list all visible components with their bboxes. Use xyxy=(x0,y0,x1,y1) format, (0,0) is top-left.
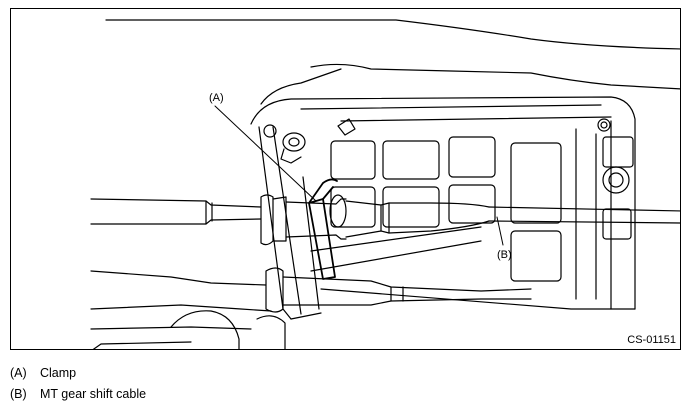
vehicle-body-outline xyxy=(105,19,680,105)
legend-text: MT gear shift cable xyxy=(40,387,147,401)
bolt-heads xyxy=(263,118,630,194)
figure-code: CS-01151 xyxy=(627,334,676,346)
diagram-frame: (A) (B) CS-01151 xyxy=(10,8,681,350)
lower-cables xyxy=(90,226,636,349)
callout-label-a: (A) xyxy=(209,92,224,104)
legend-mark: (A) xyxy=(10,366,27,380)
legend-item-shift-cable: (B) MT gear shift cable xyxy=(10,387,146,401)
clamp xyxy=(308,178,338,280)
transmission-case xyxy=(250,96,636,310)
mt-gear-shift-cable xyxy=(90,194,680,246)
legend-mark: (B) xyxy=(10,387,27,401)
leader-lines xyxy=(214,105,504,246)
callout-label-b: (B) xyxy=(497,249,512,261)
transmission-illustration xyxy=(90,19,680,349)
support-bracket xyxy=(258,126,322,320)
legend-text: Clamp xyxy=(40,366,77,380)
legend-item-clamp: (A) Clamp xyxy=(10,366,76,380)
